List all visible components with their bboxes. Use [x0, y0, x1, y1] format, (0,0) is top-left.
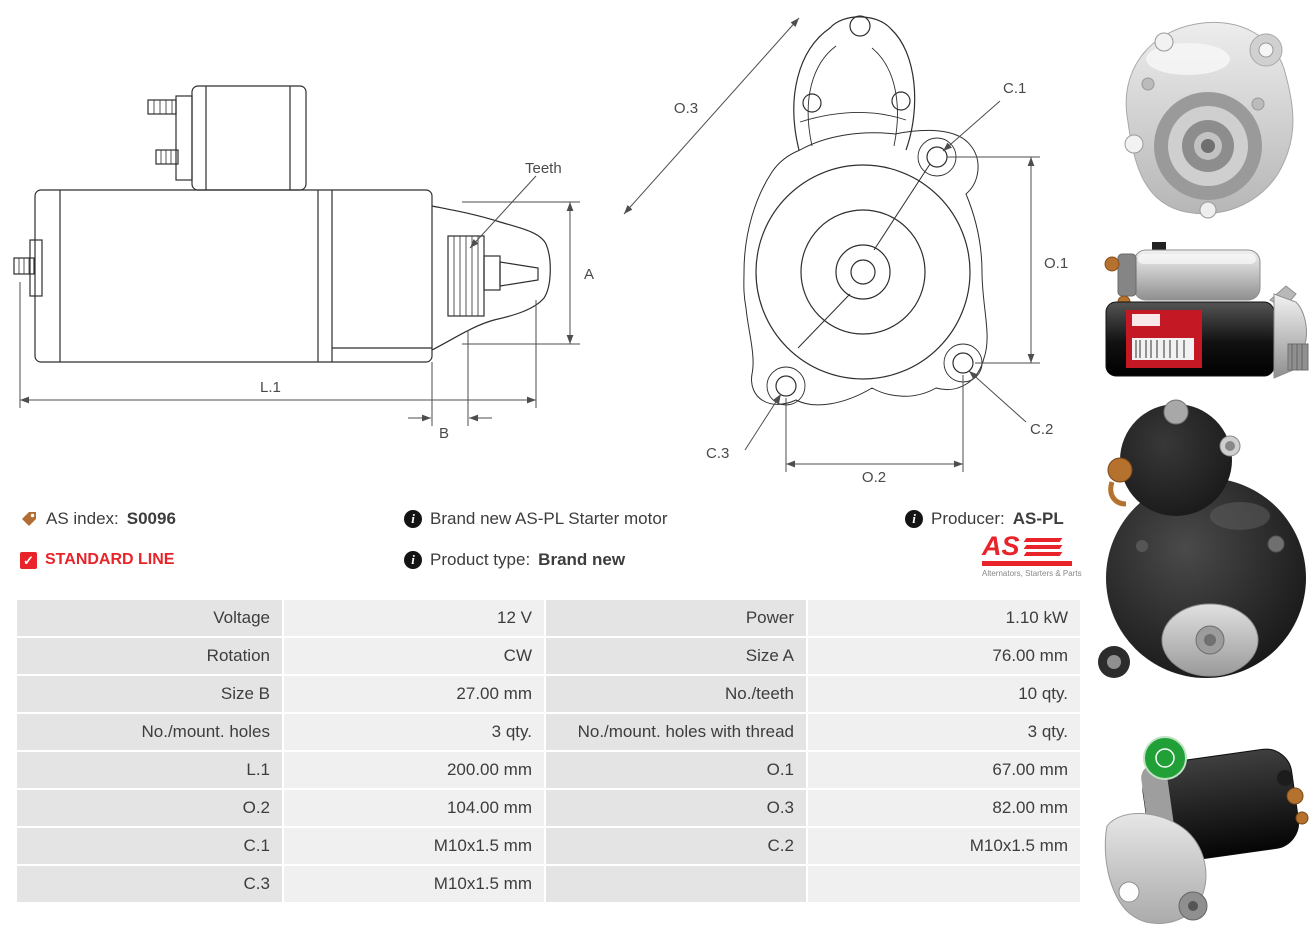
spec-label: No./teeth [546, 676, 806, 712]
dim-label-c2: C.2 [1030, 421, 1053, 438]
spec-label: C.1 [17, 828, 282, 864]
aspl-logo-stripes [1023, 538, 1062, 556]
brand-new-note: i Brand new AS-PL Starter motor [404, 508, 667, 530]
spec-value: 10 qty. [808, 676, 1080, 712]
dim-label-o1: O.1 [1044, 255, 1068, 272]
spec-label: O.1 [546, 752, 806, 788]
table-row: C.3 M10x1.5 mm [17, 866, 1080, 902]
table-row: Voltage 12 V Power 1.10 kW [17, 600, 1080, 636]
dim-label-a: A [584, 266, 594, 283]
as-index: AS index: S0096 [20, 508, 176, 530]
aspl-logo-text: AS [982, 531, 1020, 561]
product-photo-angled-view [1095, 700, 1315, 932]
spec-label: Size B [17, 676, 282, 712]
spec-value: 67.00 mm [808, 752, 1080, 788]
dim-label-o2: O.2 [862, 469, 886, 486]
spec-table: Voltage 12 V Power 1.10 kW Rotation CW S… [15, 598, 1082, 904]
producer-value: AS-PL [1012, 509, 1064, 528]
table-row: O.2 104.00 mm O.3 82.00 mm [17, 790, 1080, 826]
product-photo-rear-view [1090, 396, 1316, 696]
front-view-drawing [743, 15, 988, 406]
product-type-value: Brand new [538, 550, 626, 569]
spec-value: M10x1.5 mm [284, 866, 544, 902]
producer-label: Producer: [931, 509, 1005, 528]
spec-label: Voltage [17, 600, 282, 636]
table-row: Rotation CW Size A 76.00 mm [17, 638, 1080, 674]
dim-label-b: B [439, 425, 449, 442]
spec-value: 200.00 mm [284, 752, 544, 788]
as-index-value: S0096 [126, 509, 176, 528]
check-icon: ✓ [20, 551, 37, 569]
spec-label: No./mount. holes [17, 714, 282, 750]
spec-label: Size A [546, 638, 806, 674]
spec-value: 76.00 mm [808, 638, 1080, 674]
tag-icon [22, 512, 36, 526]
as-index-label: AS index: [46, 509, 119, 528]
spec-label: O.3 [546, 790, 806, 826]
spec-label: Rotation [17, 638, 282, 674]
dim-label-c1: C.1 [1003, 80, 1026, 97]
standard-line-label: STANDARD LINE [45, 551, 175, 568]
table-row: Size B 27.00 mm No./teeth 10 qty. [17, 676, 1080, 712]
spec-value: M10x1.5 mm [284, 828, 544, 864]
product-type-label: Product type: [430, 550, 531, 569]
front-view-dimensions [623, 17, 1040, 472]
spec-label: C.3 [17, 866, 282, 902]
table-row: L.1 200.00 mm O.1 67.00 mm [17, 752, 1080, 788]
aspl-logo: AS Alternators, Starters & Parts [982, 531, 1082, 578]
product-photo-front-view [1088, 4, 1314, 232]
info-icon: i [404, 551, 422, 569]
spec-value: 3 qty. [284, 714, 544, 750]
aspl-logo-tagline: Alternators, Starters & Parts [982, 569, 1082, 578]
info-icon: i [905, 510, 923, 528]
spec-label [546, 866, 806, 902]
spec-value: 1.10 kW [808, 600, 1080, 636]
producer: i Producer: AS-PL [905, 508, 1064, 530]
table-row: No./mount. holes 3 qty. No./mount. holes… [17, 714, 1080, 750]
dim-label-c3: C.3 [706, 445, 729, 462]
product-type: i Product type: Brand new [404, 549, 625, 571]
standard-line: ✓ STANDARD LINE [20, 549, 174, 571]
spec-label: Power [546, 600, 806, 636]
table-row: C.1 M10x1.5 mm C.2 M10x1.5 mm [17, 828, 1080, 864]
aspl-logo-bar [982, 561, 1072, 566]
spec-value: 3 qty. [808, 714, 1080, 750]
dim-label-o3: O.3 [674, 100, 698, 117]
spec-label: O.2 [17, 790, 282, 826]
side-view-dimensions [19, 175, 580, 426]
product-photo-side-view [1094, 240, 1314, 392]
spec-value: M10x1.5 mm [808, 828, 1080, 864]
brand-new-text: Brand new AS-PL Starter motor [430, 509, 668, 528]
spec-value: 27.00 mm [284, 676, 544, 712]
spec-value: CW [284, 638, 544, 674]
dim-label-l1: L.1 [260, 379, 281, 396]
spec-value: 82.00 mm [808, 790, 1080, 826]
technical-drawings: Teeth A L.1 B [13, 15, 1068, 486]
spec-value: 104.00 mm [284, 790, 544, 826]
spec-label: C.2 [546, 828, 806, 864]
side-view-drawing [13, 85, 551, 363]
dim-label-teeth: Teeth [525, 160, 562, 177]
spec-label: No./mount. holes with thread [546, 714, 806, 750]
spec-label: L.1 [17, 752, 282, 788]
spec-value: 12 V [284, 600, 544, 636]
spec-value [808, 866, 1080, 902]
info-icon: i [404, 510, 422, 528]
